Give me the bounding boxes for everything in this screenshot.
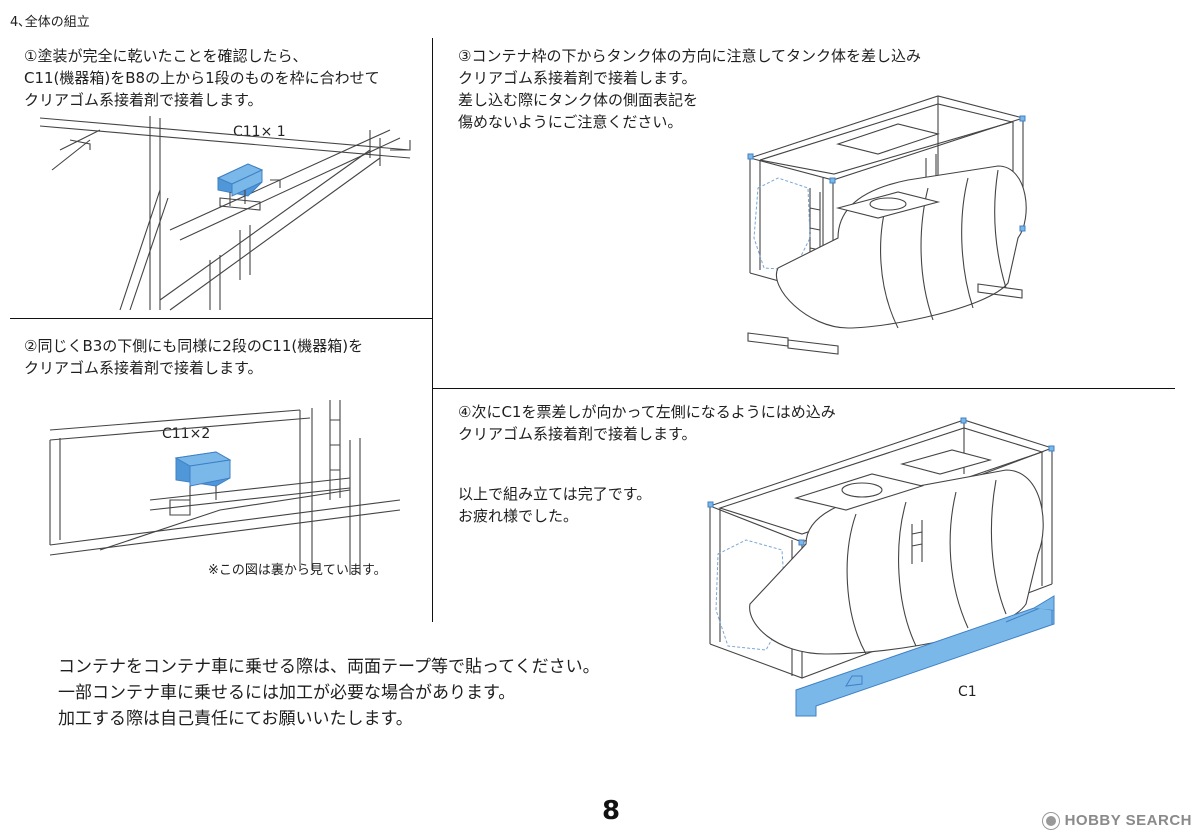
step-1-line-2: C11(機器箱)をB8の上から1段のものを枠に合わせて [24,69,380,87]
step-3-line-3: 差し込む際にタンク体の側面表記を [458,91,699,109]
step-4-illustration [707,417,1055,717]
step-3-line-2: クリアゴム系接着剤で接着します。 [458,69,697,87]
watermark: HOBBY SEARCH [1042,812,1192,829]
divider-right-horizontal [433,388,1175,389]
step-1-line-1: ①塗装が完全に乾いたことを確認したら、 [24,47,308,65]
c11-single-box [216,163,264,197]
divider-left-horizontal [10,318,433,319]
footer-note-1: コンテナをコンテナ車に乗せる際は、両面テープ等で貼ってください。 [58,657,600,677]
step-2-note: ※この図は裏から見ています。 [208,563,387,578]
section-title: 4､全体の組立 [10,15,90,30]
footer-note-3: 加工する際は自己責任にてお願いいたします。 [58,709,413,729]
step-4-complete-2: お疲れ様でした。 [458,507,579,525]
watermark-logo-icon [1042,812,1059,829]
step-3-illustration [747,95,1027,355]
c11-double-box [174,451,232,487]
step-2-line-1: ②同じくB3の下側にも同様に2段のC11(機器箱)を [24,337,364,355]
step-2-illustration [49,400,401,575]
c1-base-rail [795,595,1055,717]
step-4-line-2: クリアゴム系接着剤で接着します。 [458,425,697,443]
footer-note-2: 一部コンテナ車に乗せるには加工が必要な場合があります。 [58,683,516,703]
watermark-text: HOBBY SEARCH [1064,812,1192,829]
step-3-line-4: 傷めないようにご注意ください。 [458,113,683,131]
step-4-line-1: ④次にC1を票差しが向かって左側になるようにはめ込み [458,403,836,421]
step-2-line-2: クリアゴム系接着剤で接着します。 [24,359,263,377]
step-1-illustration [39,116,411,311]
divider-vertical [432,38,433,622]
page-number: 8 [602,796,621,826]
step-4-part-label: C1 [958,684,977,700]
step-3-line-1: ③コンテナ枠の下からタンク体の方向に注意してタンク体を差し込み [458,47,922,65]
step-1-line-3: クリアゴム系接着剤で接着します。 [24,91,263,109]
step-4-complete-1: 以上で組み立ては完了です。 [458,485,652,503]
